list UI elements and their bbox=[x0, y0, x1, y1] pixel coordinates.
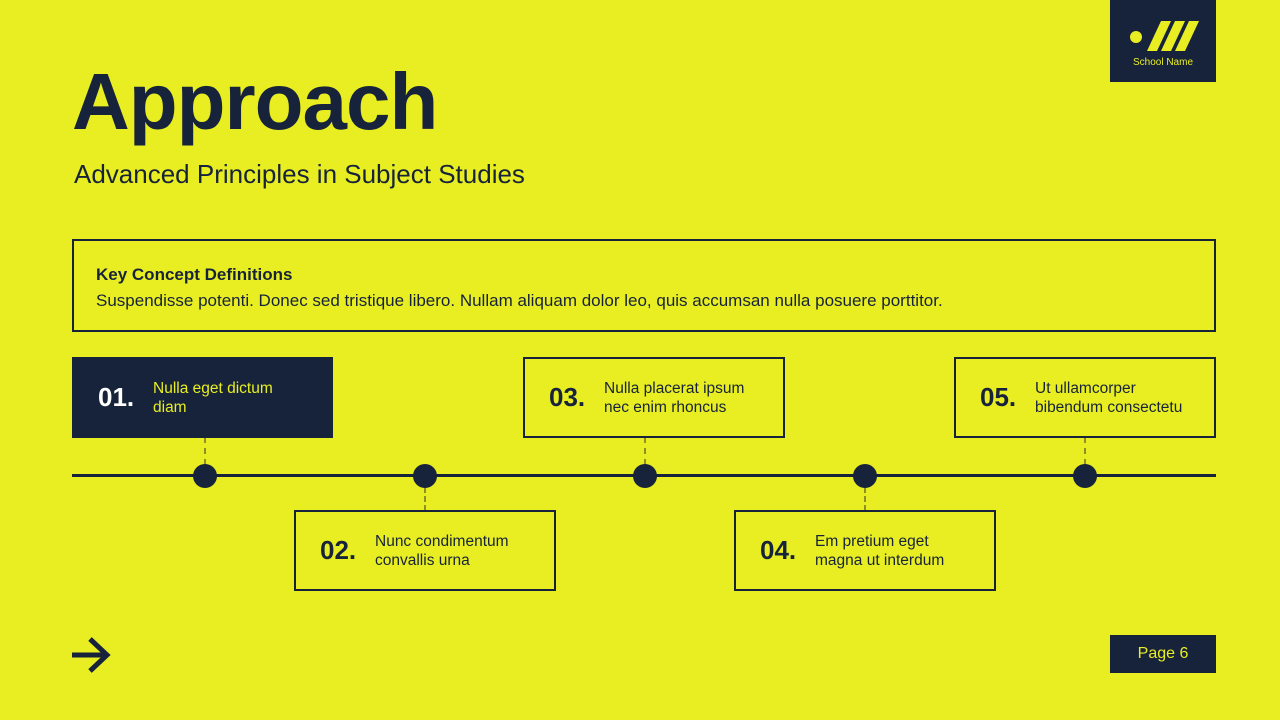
step-text: Nulla placerat ipsum nec enim rhoncus bbox=[604, 379, 779, 417]
definition-text: Suspendisse potenti. Donec sed tristique… bbox=[96, 291, 943, 310]
step-text-line: Em pretium eget bbox=[815, 532, 929, 550]
definition-box: Key Concept Definitions Suspendisse pote… bbox=[72, 239, 1216, 332]
timeline-step-5: 05. Ut ullamcorper bibendum consectetu bbox=[954, 357, 1216, 438]
timeline-step-4: 04. Em pretium eget magna ut interdum bbox=[734, 510, 996, 591]
timeline-step-1: 01. Nulla eget dictum diam bbox=[72, 357, 333, 438]
arrow-right-icon[interactable] bbox=[70, 634, 112, 676]
timeline-dot bbox=[193, 464, 217, 488]
page-title: Approach bbox=[72, 57, 438, 146]
timeline-dot bbox=[1073, 464, 1097, 488]
timeline-dot bbox=[413, 464, 437, 488]
timeline-connector bbox=[424, 487, 426, 511]
step-text-line: Nulla eget dictum bbox=[153, 379, 273, 397]
step-text-line: diam bbox=[153, 398, 187, 416]
timeline-dot bbox=[633, 464, 657, 488]
definition-heading: Key Concept Definitions bbox=[96, 265, 293, 284]
step-text-line: bibendum consectetu bbox=[1035, 398, 1183, 416]
timeline-connector bbox=[1084, 437, 1086, 465]
step-text: Nunc condimentum convallis urna bbox=[375, 532, 550, 570]
timeline-connector bbox=[644, 437, 646, 465]
timeline-connector bbox=[864, 487, 866, 511]
school-logo: School Name bbox=[1110, 0, 1216, 82]
step-number: 02. bbox=[320, 535, 357, 565]
step-text-line: Nulla placerat ipsum bbox=[604, 379, 745, 397]
step-text: Ut ullamcorper bibendum consectetu bbox=[1035, 379, 1210, 417]
step-text: Em pretium eget magna ut interdum bbox=[815, 532, 990, 570]
step-text-line: Nunc condimentum bbox=[375, 532, 509, 550]
school-logo-icon bbox=[1130, 20, 1199, 51]
timeline-connector bbox=[204, 437, 206, 465]
step-number: 01. bbox=[98, 382, 135, 412]
step-number: 05. bbox=[980, 382, 1017, 412]
step-number: 03. bbox=[549, 382, 586, 412]
step-text-line: Ut ullamcorper bbox=[1035, 379, 1136, 397]
step-number: 04. bbox=[760, 535, 797, 565]
page-number-badge: Page 6 bbox=[1110, 635, 1216, 673]
timeline-step-3: 03. Nulla placerat ipsum nec enim rhoncu… bbox=[523, 357, 785, 438]
page-subtitle: Advanced Principles in Subject Studies bbox=[74, 159, 525, 189]
school-name: School Name bbox=[1132, 56, 1194, 68]
step-text-line: magna ut interdum bbox=[815, 551, 945, 569]
step-text: Nulla eget dictum diam bbox=[153, 379, 328, 417]
timeline-dot bbox=[853, 464, 877, 488]
step-text-line: nec enim rhoncus bbox=[604, 398, 727, 416]
step-text-line: convallis urna bbox=[375, 551, 470, 569]
timeline-step-2: 02. Nunc condimentum convallis urna bbox=[294, 510, 556, 591]
